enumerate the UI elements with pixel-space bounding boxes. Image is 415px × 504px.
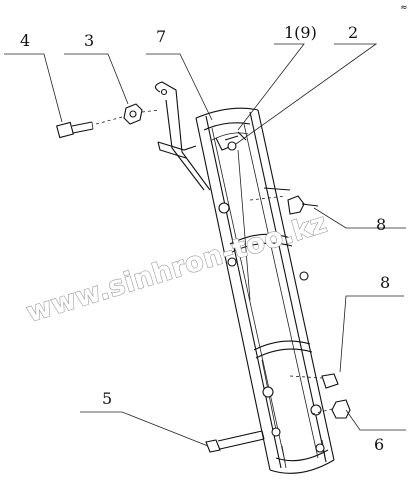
callout-1-9: 1(9) bbox=[284, 23, 317, 42]
callout-4: 4 bbox=[20, 31, 30, 50]
bolt-4 bbox=[56, 115, 127, 139]
main-bracket bbox=[195, 107, 335, 474]
watermark-text: www.sinhron-too.kz bbox=[23, 208, 331, 329]
callout-8-lower: 8 bbox=[380, 273, 390, 292]
bolt-8-upper bbox=[249, 187, 319, 215]
callout-5: 5 bbox=[102, 389, 112, 408]
corner-mark: ≈ bbox=[400, 3, 408, 13]
bolt-8-lower bbox=[289, 373, 339, 389]
fastener-2 bbox=[224, 135, 239, 151]
callout-2: 2 bbox=[348, 23, 358, 42]
leader-lines bbox=[4, 43, 406, 447]
callout-8-upper: 8 bbox=[376, 215, 386, 234]
callout-7: 7 bbox=[156, 27, 166, 46]
callout-labels: 4 3 7 1(9) 2 8 8 6 5 bbox=[20, 23, 390, 454]
callout-6: 6 bbox=[374, 435, 384, 454]
long-bolt-5 bbox=[205, 430, 265, 453]
nut-3 bbox=[123, 103, 161, 125]
nut-6 bbox=[311, 399, 351, 419]
callout-3: 3 bbox=[84, 31, 94, 50]
hook-bracket bbox=[154, 81, 211, 191]
